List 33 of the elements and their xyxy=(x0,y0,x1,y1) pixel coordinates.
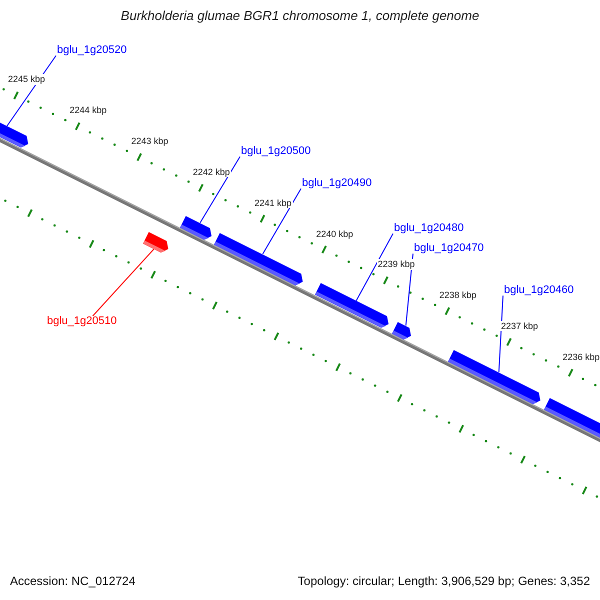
gene-feature-block xyxy=(214,232,303,285)
leader-line xyxy=(200,156,240,224)
tick-label: 2242 kbp xyxy=(192,166,231,178)
leader-line xyxy=(405,253,414,326)
gene-label: bglu_1g20490 xyxy=(302,177,372,190)
gene-label: bglu_1g20520 xyxy=(57,44,127,57)
leader-line xyxy=(92,248,155,316)
gene-label: bglu_1g20500 xyxy=(241,145,311,158)
gene-feature-block xyxy=(142,232,168,252)
gene-label: bglu_1g20460 xyxy=(504,284,574,297)
tick-label: 2243 kbp xyxy=(130,136,170,146)
tick-label: 2236 kbp xyxy=(562,352,600,362)
tick-label: 2244 kbp xyxy=(68,105,108,116)
leader-line xyxy=(262,188,302,255)
gene-feature-block xyxy=(315,283,389,328)
gene-label: bglu_1g20510 xyxy=(47,315,117,328)
leader-line xyxy=(6,55,56,127)
footer-text: Topology: circular; Length: 3,906,529 bp; Genes: 3,352 xyxy=(298,575,590,589)
chart-title: Burkholderia glumae BGR1 chromosome 1, complete genome xyxy=(120,9,480,24)
tick-label: 2239 kbp xyxy=(376,259,416,270)
tick-label: 2237 kbp xyxy=(500,320,540,332)
leader-line xyxy=(498,295,504,373)
tick-label: 2245 kbp xyxy=(7,74,46,85)
gene-label: bglu_1g20480 xyxy=(394,222,464,235)
footer-text: Accession: NC_012724 xyxy=(10,575,136,589)
gene-feature-block xyxy=(180,216,212,240)
leader-line xyxy=(356,233,394,302)
gene-feature-block xyxy=(392,322,411,339)
tick-label: 2238 kbp xyxy=(438,290,478,300)
tick-label: 2240 kbp xyxy=(315,228,354,239)
tick-label: 2241 kbp xyxy=(254,198,293,208)
gene-label: bglu_1g20470 xyxy=(414,242,484,255)
gene-feature-block xyxy=(448,350,541,404)
